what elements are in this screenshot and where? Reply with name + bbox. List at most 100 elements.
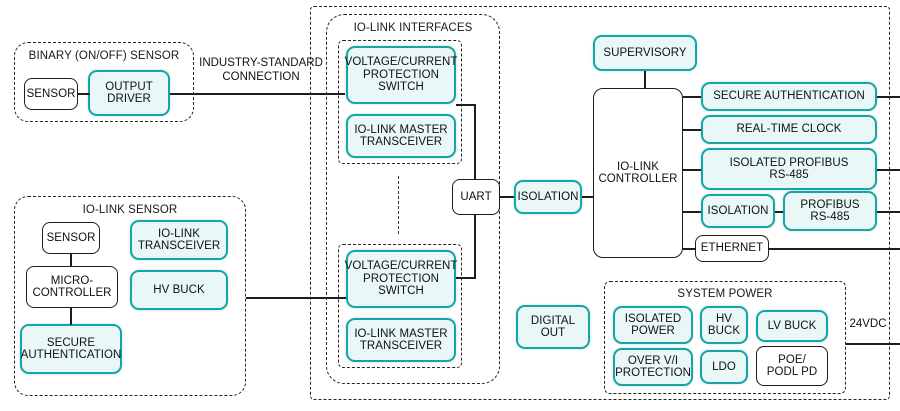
label-industry-standard-connection: INDUSTRY-STANDARD CONNECTION <box>196 57 326 84</box>
supervisory-label: SUPERVISORY <box>603 46 687 59</box>
io-link-transceiver-label-line2: TRANSCEIVER <box>137 240 221 252</box>
sp-hv-buck-line1: HV <box>715 312 733 325</box>
right-block-profibus-rs485[interactable]: PROFIBUS RS-485 <box>783 191 877 231</box>
group-binary-sensor <box>14 42 194 122</box>
profibus-line1: PROFIBUS <box>800 198 860 211</box>
digital-out-line1: DIGITAL <box>530 314 576 327</box>
connector-ethernet-to-edge <box>769 248 900 250</box>
iolink-sensor-block-hv-buck[interactable]: HV BUCK <box>130 270 228 310</box>
system-power-block-hv-buck[interactable]: HV BUCK <box>700 306 748 344</box>
over-vi-line2: PROTECTION <box>615 367 691 379</box>
right-block-real-time-clock[interactable]: REAL-TIME CLOCK <box>701 115 877 144</box>
port-bottom-vcps-line3: SWITCH <box>378 285 424 298</box>
isolated-power-line2: POWER <box>631 325 675 337</box>
port-bottom-voltage-current-protection-switch[interactable]: VOLTAGE/CURRENT PROTECTION SWITCH <box>344 250 458 308</box>
iolink-sensor-block-secure-authentication[interactable]: SECURE AUTHENTICATION <box>20 324 122 374</box>
port-top-vcps-line3: SWITCH <box>378 81 424 94</box>
connector-secure-auth-to-edge <box>877 96 900 98</box>
connector-micro-to-secure-auth <box>70 308 72 325</box>
sp-lv-buck-label: LV BUCK <box>767 319 817 332</box>
system-power-block-over-vi-protection[interactable]: OVER V/I PROTECTION <box>613 348 693 386</box>
connector-uart-spine-lower <box>474 214 476 278</box>
binary-sensor-block-sensor-label: SENSOR <box>26 87 76 100</box>
system-power-block-lv-buck[interactable]: LV BUCK <box>756 310 828 342</box>
connector-top-port-to-spine <box>456 104 476 106</box>
right-block-isolated-profibus-rs485[interactable]: ISOLATED PROFIBUS RS-485 <box>701 148 877 190</box>
right-block-secure-authentication[interactable]: SECURE AUTHENTICATION <box>701 82 877 111</box>
right-block-isolation[interactable]: ISOLATION <box>701 194 775 228</box>
iolink-sensor-block-io-link-transceiver[interactable]: IO-LINK TRANSCEIVER <box>130 220 228 260</box>
connector-uart-to-isolation <box>500 196 516 198</box>
micro-controller-label-line1: MICRO- <box>50 274 94 287</box>
industry-standard-line2: CONNECTION <box>222 70 300 83</box>
iolink-master-outer-boundary <box>310 6 890 400</box>
group-binary-sensor-title: BINARY (ON/OFF) SENSOR <box>28 50 180 62</box>
right-block-ethernet[interactable]: ETHERNET <box>695 235 769 262</box>
center-block-io-link-controller[interactable]: IO-LINK CONTROLLER <box>593 88 683 258</box>
connector-iolink-sensor-to-interface <box>246 297 346 299</box>
port-bottom-vcps-line1: VOLTAGE/CURRENT <box>344 260 458 273</box>
group-iolink-sensor-title: IO-LINK SENSOR <box>82 204 178 216</box>
ethernet-label: ETHERNET <box>700 242 764 255</box>
iolink-sensor-block-sensor-label: SENSOR <box>46 231 96 244</box>
center-block-uart[interactable]: UART <box>452 179 500 215</box>
io-link-controller-line2: CONTROLLER <box>598 173 678 185</box>
port-bottom-ilmt-line1: IO-LINK MASTER <box>354 327 448 340</box>
hv-buck-sensor-label: HV BUCK <box>153 283 205 296</box>
center-block-digital-out[interactable]: DIGITAL OUT <box>516 305 590 349</box>
io-link-transceiver-label-line1: IO-LINK <box>158 227 200 240</box>
port-top-voltage-current-protection-switch[interactable]: VOLTAGE/CURRENT PROTECTION SWITCH <box>344 46 458 104</box>
group-iolink-port-bottom <box>338 244 462 368</box>
connector-isolation-to-profibus <box>775 211 785 213</box>
binary-sensor-block-sensor[interactable]: SENSOR <box>24 78 78 110</box>
connector-controller-to-rtc <box>683 129 703 131</box>
port-top-io-link-master-transceiver[interactable]: IO-LINK MASTER TRANSCEIVER <box>346 114 456 158</box>
center-block-isolation[interactable]: ISOLATION <box>514 180 582 214</box>
industry-standard-line1: INDUSTRY-STANDARD <box>199 57 323 69</box>
group-iolink-interfaces-title: IO-LINK INTERFACES <box>353 22 473 34</box>
port-top-vcps-line1: VOLTAGE/CURRENT <box>344 56 458 69</box>
over-vi-line1: OVER V/I <box>627 354 679 367</box>
center-block-supervisory[interactable]: SUPERVISORY <box>593 35 697 71</box>
right-secure-auth-label: SECURE AUTHENTICATION <box>713 90 865 103</box>
system-power-block-poe-podl-pd[interactable]: POE/ PODL PD <box>756 346 828 386</box>
secure-auth-sensor-label-line2: AUTHENTICATION <box>20 349 122 361</box>
label-24vdc: 24VDC <box>849 318 887 330</box>
sp-ldo-label: LDO <box>712 360 736 373</box>
iolink-sensor-block-sensor[interactable]: SENSOR <box>42 222 100 254</box>
output-driver-label-line1: OUTPUT <box>105 80 153 93</box>
connector-controller-to-isolated-profibus <box>683 169 703 171</box>
poe-podl-line2: PODL PD <box>766 366 818 378</box>
micro-controller-label-line2: CONTROLLER <box>32 287 112 299</box>
io-link-controller-line1: IO-LINK <box>617 160 659 173</box>
port-bottom-io-link-master-transceiver[interactable]: IO-LINK MASTER TRANSCEIVER <box>346 318 456 362</box>
connector-sensor-to-micro <box>70 254 72 267</box>
connector-binary-sensor-to-interface <box>170 93 345 95</box>
binary-sensor-block-output-driver[interactable]: OUTPUT DRIVER <box>88 70 170 116</box>
group-system-power-title: SYSTEM POWER <box>677 288 773 300</box>
port-top-ilmt-line2: TRANSCEIVER <box>359 136 443 148</box>
connector-bottom-port-to-spine <box>456 277 476 279</box>
connector-profibus-to-edge <box>877 211 900 213</box>
profibus-line2: RS-485 <box>810 211 850 223</box>
connector-isolated-profibus-to-edge <box>877 169 900 171</box>
connector-isolation-to-controller <box>582 196 594 198</box>
port-bottom-vcps-line2: PROTECTION <box>363 272 439 285</box>
system-power-block-ldo[interactable]: LDO <box>700 350 748 384</box>
system-power-block-isolated-power[interactable]: ISOLATED POWER <box>613 306 693 344</box>
port-bottom-ilmt-line2: TRANSCEIVER <box>359 340 443 352</box>
connector-uart-spine <box>474 104 476 180</box>
port-top-vcps-line2: PROTECTION <box>363 68 439 81</box>
connector-24vdc-rail <box>846 343 900 345</box>
connector-supervisory-to-controller <box>644 71 646 89</box>
connector-controller-to-isolation2 <box>683 211 703 213</box>
isolated-profibus-line2: RS-485 <box>769 169 809 181</box>
isolated-profibus-line1: ISOLATED PROFIBUS <box>729 156 849 169</box>
connector-controller-to-secure-auth <box>683 96 703 98</box>
sp-hv-buck-line2: BUCK <box>707 325 741 337</box>
digital-out-line2: OUT <box>540 327 566 339</box>
connector-controller-to-ethernet <box>683 248 697 250</box>
iolink-sensor-block-micro-controller[interactable]: MICRO- CONTROLLER <box>26 266 118 308</box>
output-driver-label-line2: DRIVER <box>107 93 151 105</box>
